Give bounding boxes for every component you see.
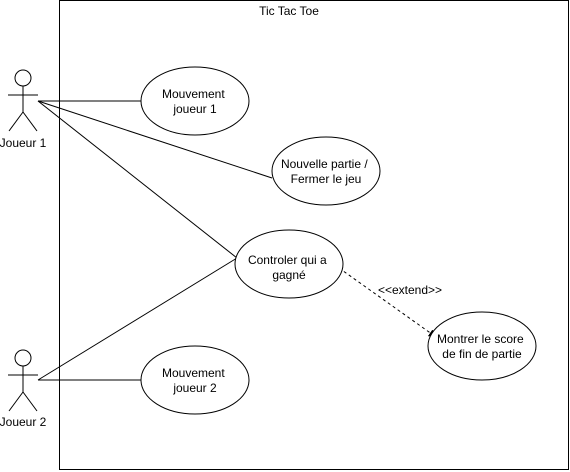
use-case-move-player2-line2: joueur 2 — [172, 381, 217, 395]
use-case-show-score[interactable]: Montrer le score de fin de partie — [427, 311, 537, 381]
svg-text:Mouvement joueur 2: Mouvement joueur 2 — [162, 366, 228, 395]
svg-text:Montrer le score de fin: Montrer le score de fin de partie — [437, 332, 527, 361]
use-case-check-winner-line2: gagné — [272, 268, 306, 282]
svg-text:Nouvelle partie / Fermer: Nouvelle partie / Fermer le jeu — [281, 157, 371, 186]
use-case-show-score-line2: de fin de partie — [442, 347, 522, 361]
actor-player2[interactable]: Joueur 2 — [0, 349, 47, 429]
extend-label: <<extend>> — [378, 283, 442, 297]
actor-head — [14, 349, 32, 367]
association-player2-check-winner — [37, 257, 238, 381]
use-case-check-winner-line1: Controler qui a — [248, 253, 327, 267]
use-case-new-game-line1: Nouvelle partie / — [281, 157, 368, 171]
use-case-move-player1[interactable]: Mouvement joueur 1 — [140, 66, 250, 136]
use-case-new-game-line2: Fermer le jeu — [291, 172, 362, 186]
system-title: Tic Tac Toe — [259, 4, 319, 18]
actor-player1-label: Joueur 1 — [0, 136, 47, 150]
use-case-new-game[interactable]: Nouvelle partie / Fermer le jeu — [271, 136, 381, 206]
extend-arrow — [338, 267, 437, 338]
actor-player2-label: Joueur 2 — [0, 415, 47, 429]
system-boundary: Tic Tac Toe — [59, 0, 569, 470]
use-case-move-player2-line1: Mouvement — [162, 366, 225, 380]
extend-relation: <<extend>> — [338, 267, 442, 338]
use-case-move-player1-line1: Mouvement — [162, 87, 225, 101]
actor-head — [14, 69, 32, 87]
use-case-move-player1-line2: joueur 1 — [172, 102, 217, 116]
use-case-show-score-line1: Montrer le score — [437, 332, 524, 346]
svg-text:Controler qui a gagné: Controler qui a gagné — [248, 253, 330, 282]
association-player1-new-game — [37, 100, 273, 179]
association-player1-check-winner — [37, 100, 238, 259]
use-case-move-player2[interactable]: Mouvement joueur 2 — [140, 345, 250, 415]
associations — [37, 100, 273, 381]
svg-text:Mouvement joueur 1: Mouvement joueur 1 — [162, 87, 228, 116]
use-case-check-winner[interactable]: Controler qui a gagné — [234, 229, 344, 299]
actor-player1[interactable]: Joueur 1 — [0, 69, 47, 150]
